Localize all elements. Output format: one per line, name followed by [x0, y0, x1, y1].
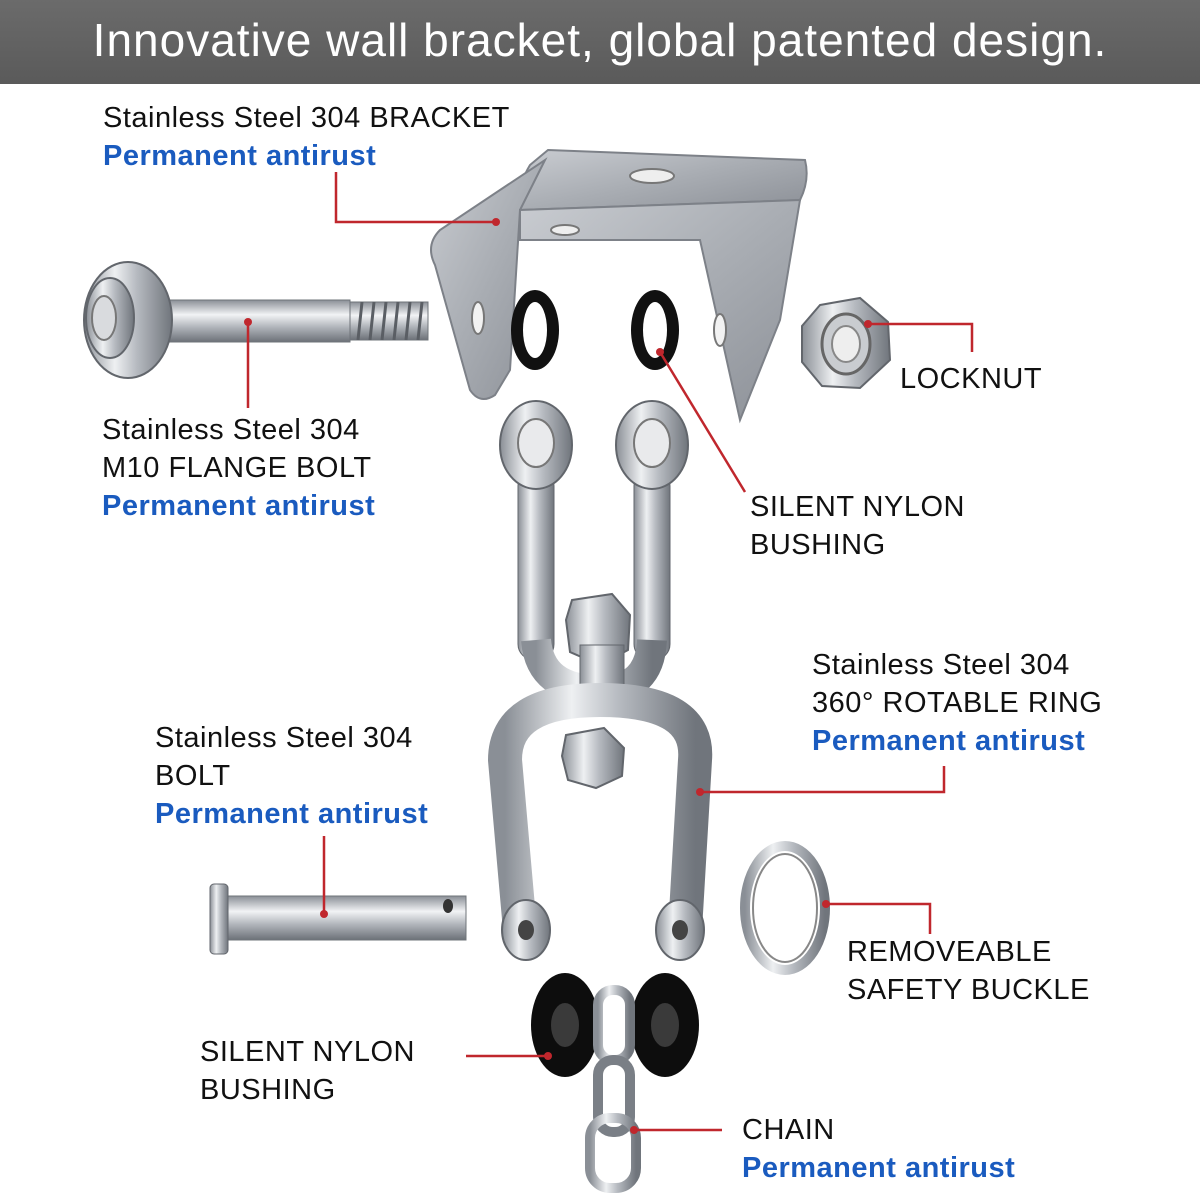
bushing-bottom-line1: SILENT NYLON: [200, 1036, 415, 1068]
label-bushing-bottom: SILENT NYLON BUSHING: [200, 1033, 415, 1109]
chain-antirust: Permanent antirust: [742, 1152, 1016, 1184]
bolt-name: BOLT: [155, 760, 231, 792]
label-locknut: LOCKNUT: [900, 360, 1042, 398]
bolt-material: Stainless Steel 304: [155, 722, 413, 754]
label-rotable-ring: Stainless Steel 304 360° ROTABLE RING Pe…: [812, 646, 1102, 760]
leader-lines: [246, 172, 974, 1132]
bushing-bottom-line2: BUSHING: [200, 1074, 336, 1106]
bracket-antirust: Permanent antirust: [103, 140, 377, 172]
label-chain: CHAIN Permanent antirust: [742, 1111, 1015, 1187]
rotable-ring-part: [487, 682, 713, 961]
flange-bolt-name: M10 FLANGE BOLT: [102, 452, 372, 484]
label-safety-buckle: REMOVEABLE SAFETY BUCKLE: [847, 933, 1090, 1009]
leader-dots: [244, 218, 872, 1134]
bracket-part: [430, 148, 808, 424]
label-flange-bolt: Stainless Steel 304 M10 FLANGE BOLT Perm…: [102, 411, 375, 525]
label-bolt: Stainless Steel 304 BOLT Permanent antir…: [155, 719, 428, 833]
nylon-bushing-top: [511, 290, 679, 370]
label-bracket: Stainless Steel 304 BRACKET Permanent an…: [103, 99, 510, 175]
safety-buckle-part: [740, 841, 830, 975]
locknut-name: LOCKNUT: [900, 363, 1043, 395]
chain-name: CHAIN: [742, 1114, 835, 1146]
label-bushing-top: SILENT NYLON BUSHING: [750, 488, 965, 564]
buckle-line1: REMOVEABLE: [847, 936, 1052, 968]
bolt-antirust: Permanent antirust: [155, 798, 429, 830]
bracket-name: Stainless Steel 304 BRACKET: [103, 102, 510, 134]
buckle-line2: SAFETY BUCKLE: [847, 974, 1090, 1006]
clevis-bolt-part: [209, 883, 467, 955]
flange-bolt-material: Stainless Steel 304: [102, 414, 360, 446]
ring-name: 360° ROTABLE RING: [812, 687, 1103, 719]
banner-title: Innovative wall bracket, global patented…: [92, 14, 1108, 66]
flange-bolt-part: [83, 261, 429, 379]
locknut-part: [801, 296, 892, 390]
bushing-top-line2: BUSHING: [750, 529, 886, 561]
nylon-bushing-bottom: [531, 973, 699, 1077]
bushing-top-line1: SILENT NYLON: [750, 491, 965, 523]
title-banner: Innovative wall bracket, global patented…: [0, 0, 1200, 84]
flange-bolt-antirust: Permanent antirust: [102, 490, 376, 522]
ring-material: Stainless Steel 304: [812, 649, 1070, 681]
chain-part: [585, 985, 641, 1193]
ring-antirust: Permanent antirust: [812, 725, 1086, 757]
swivel-eyebolts: [499, 400, 689, 706]
